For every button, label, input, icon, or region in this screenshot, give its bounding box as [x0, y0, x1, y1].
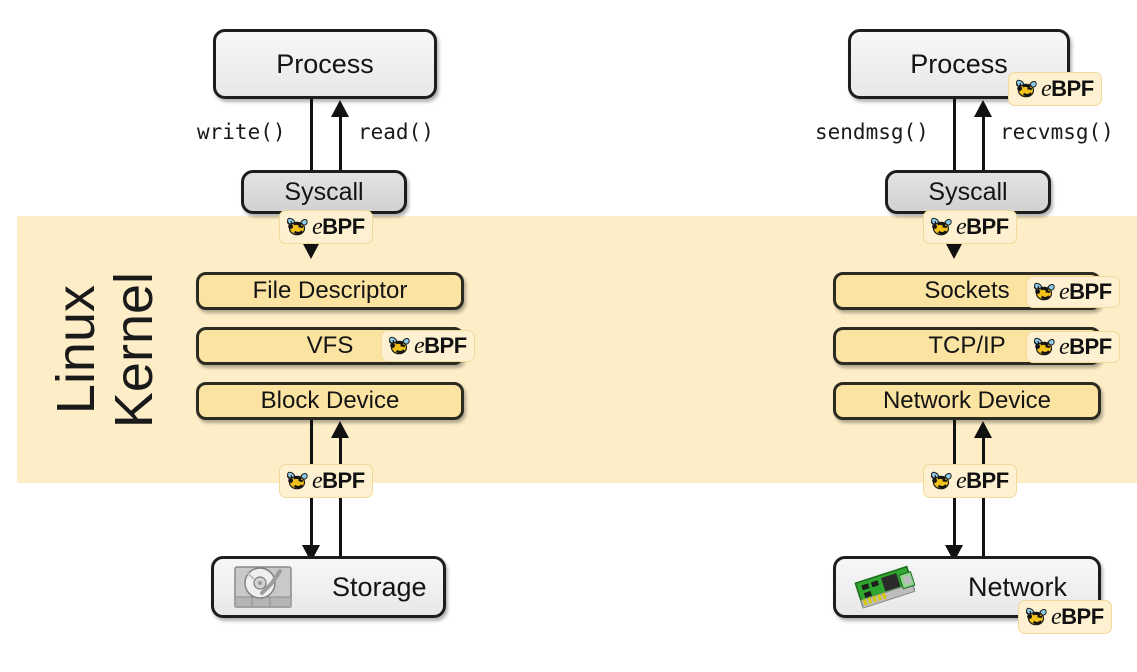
right-recvmsg-arrow-line — [982, 116, 985, 171]
ebpf-badge-e: e — [1059, 279, 1070, 305]
linux-kernel-label: Linux Kernel — [20, 230, 190, 470]
right-layer-network-device-label: Network Device — [882, 387, 1052, 414]
left-syscall-ebpf-badge[interactable]: eBPF — [279, 210, 373, 244]
ebpf-badge-e: e — [1059, 334, 1070, 360]
right-syscall-label: Syscall — [928, 177, 1008, 206]
left-syscall-box[interactable]: Syscall — [241, 170, 407, 214]
right-process-label: Process — [910, 48, 1008, 79]
ebpf-badge-bpf: BPF — [322, 468, 365, 493]
storage-box[interactable]: Storage — [211, 556, 446, 618]
ebpf-badge-text: eBPF — [1041, 77, 1094, 101]
ebpf-badge-bpf: BPF — [1061, 604, 1104, 629]
bee-icon — [388, 336, 410, 355]
left-syscall-label: Syscall — [284, 177, 364, 206]
right-sockets-ebpf-badge[interactable]: eBPF — [1026, 276, 1120, 308]
storage-label: Storage — [332, 571, 427, 602]
ebpf-badge-text: eBPF — [956, 215, 1009, 239]
right-recvmsg-label: recvmsg() — [1000, 120, 1114, 144]
left-layer-block-device[interactable]: Block Device — [196, 382, 464, 420]
bee-icon — [1025, 607, 1047, 626]
left-layer-block-device-label: Block Device — [260, 387, 400, 414]
network-card-icon — [854, 565, 916, 609]
bee-icon — [286, 217, 308, 236]
right-layer-sockets-label: Sockets — [924, 277, 1010, 304]
ebpf-badge-bpf: BPF — [1069, 334, 1112, 359]
right-layer-tcpip-label: TCP/IP — [928, 332, 1006, 359]
left-process-label: Process — [276, 48, 374, 79]
ebpf-badge-e: e — [312, 214, 323, 240]
ebpf-badge-e: e — [956, 214, 967, 240]
right-sendmsg-label: sendmsg() — [815, 120, 929, 144]
ebpf-badge-text: eBPF — [1059, 280, 1112, 304]
right-syscall-ebpf-badge[interactable]: eBPF — [923, 210, 1017, 244]
left-layer-file-descriptor-label: File Descriptor — [252, 277, 408, 304]
right-lower-up-arrow-line — [982, 437, 985, 565]
left-blockdev-ebpf-badge[interactable]: eBPF — [279, 464, 373, 498]
ebpf-badge-bpf: BPF — [322, 214, 365, 239]
bee-icon — [1015, 79, 1037, 98]
ebpf-badge-bpf: BPF — [1069, 279, 1112, 304]
ebpf-badge-e: e — [1041, 76, 1052, 102]
ebpf-badge-e: e — [312, 468, 323, 494]
right-sendmsg-arrow-head — [945, 242, 963, 259]
hard-disk-icon — [234, 566, 292, 608]
left-lower-up-arrow-line — [339, 437, 342, 565]
left-layer-file-descriptor[interactable]: File Descriptor — [196, 272, 464, 310]
right-netdev-ebpf-badge[interactable]: eBPF — [923, 464, 1017, 498]
left-write-arrow-head — [302, 242, 320, 259]
ebpf-badge-e: e — [414, 333, 425, 359]
ebpf-badge-text: eBPF — [1051, 605, 1104, 629]
ebpf-badge-text: eBPF — [1059, 335, 1112, 359]
right-lower-up-arrow-head — [974, 421, 992, 438]
ebpf-badge-bpf: BPF — [424, 333, 467, 358]
ebpf-badge-text: eBPF — [956, 469, 1009, 493]
kernel-label-line-1: Linux — [46, 285, 106, 415]
left-lower-up-arrow-head — [331, 421, 349, 438]
ebpf-badge-text: eBPF — [312, 215, 365, 239]
ebpf-badge-e: e — [1051, 604, 1062, 630]
bee-icon — [930, 217, 952, 236]
ebpf-badge-text: eBPF — [312, 469, 365, 493]
network-ebpf-badge[interactable]: eBPF — [1018, 600, 1112, 634]
ebpf-badge-bpf: BPF — [966, 468, 1009, 493]
bee-icon — [930, 471, 952, 490]
right-tcpip-ebpf-badge[interactable]: eBPF — [1026, 331, 1120, 363]
network-label: Network — [968, 571, 1068, 602]
left-write-label: write() — [197, 120, 286, 144]
left-read-label: read() — [358, 120, 434, 144]
kernel-label-line-2: Kernel — [104, 271, 164, 429]
right-recvmsg-arrow-head — [974, 100, 992, 117]
left-read-arrow-line — [339, 116, 342, 171]
left-layer-vfs-label: VFS — [306, 332, 354, 359]
bee-icon — [1033, 282, 1055, 301]
left-process-box[interactable]: Process — [213, 29, 437, 99]
ebpf-badge-text: eBPF — [414, 334, 467, 358]
right-layer-network-device[interactable]: Network Device — [833, 382, 1101, 420]
ebpf-badge-bpf: BPF — [966, 214, 1009, 239]
bee-icon — [1033, 337, 1055, 356]
ebpf-badge-e: e — [956, 468, 967, 494]
bee-icon — [286, 471, 308, 490]
right-process-ebpf-badge[interactable]: eBPF — [1008, 72, 1102, 106]
right-syscall-box[interactable]: Syscall — [885, 170, 1051, 214]
left-read-arrow-head — [331, 100, 349, 117]
ebpf-badge-bpf: BPF — [1051, 76, 1094, 101]
left-vfs-ebpf-badge[interactable]: eBPF — [381, 330, 475, 362]
